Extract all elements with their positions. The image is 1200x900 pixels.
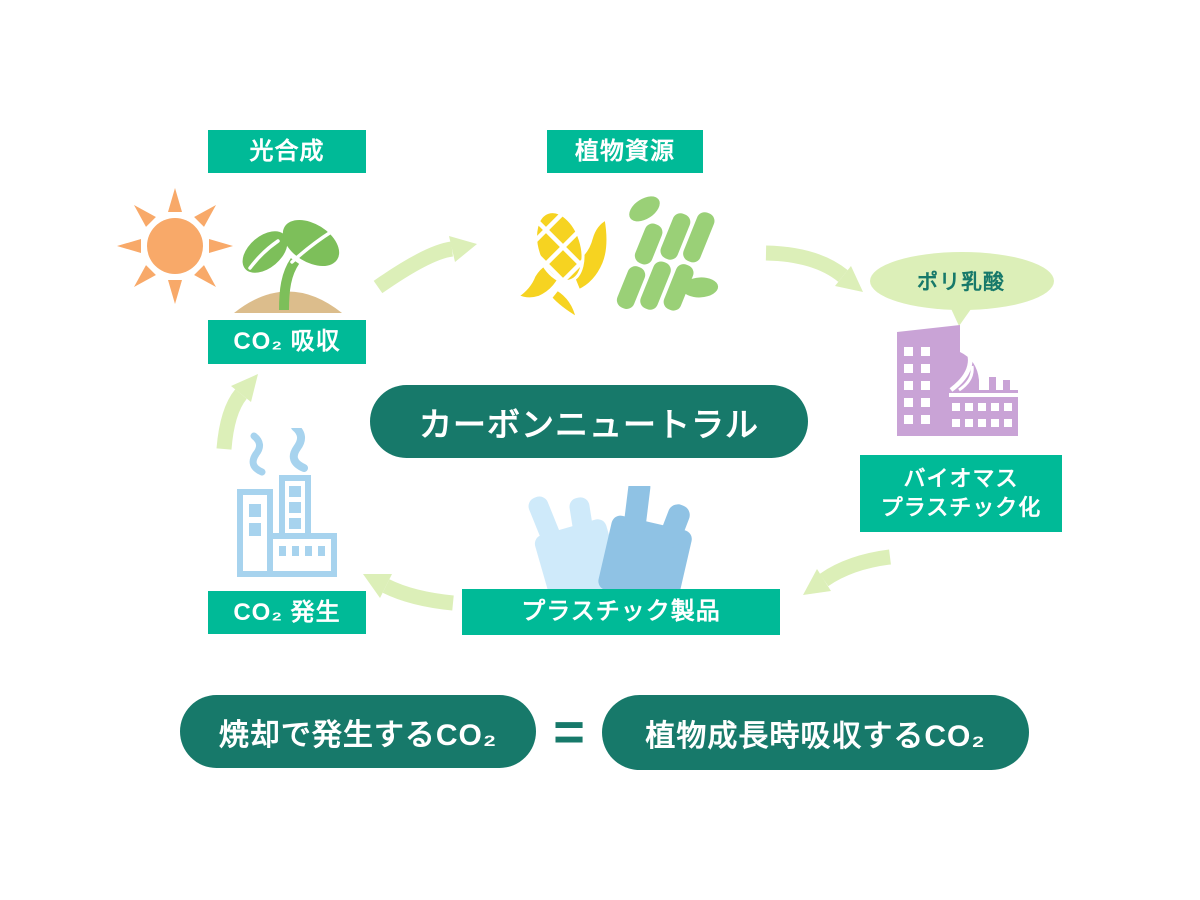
equation-right-pill: 植物成長時吸収するCO₂ bbox=[602, 695, 1029, 770]
photosynthesis-label: 光合成 bbox=[208, 130, 366, 173]
sprout-icon bbox=[234, 219, 342, 313]
incineration-factory-icon bbox=[237, 428, 337, 577]
chemical-plant-icon bbox=[897, 325, 1018, 436]
biomass-plastic-label: バイオマス プラスチック化 bbox=[860, 455, 1062, 532]
equation-left-pill: 焼却で発生するCO₂ bbox=[180, 695, 536, 768]
equals-sign: = bbox=[553, 701, 585, 762]
speech-bubble bbox=[870, 252, 1054, 326]
smoke-icon bbox=[249, 428, 308, 476]
biomass-line2: プラスチック化 bbox=[880, 494, 1042, 520]
plastic-bag-icon bbox=[528, 486, 692, 604]
sun-icon bbox=[117, 188, 233, 304]
biomass-line1: バイオマス bbox=[903, 465, 1019, 491]
plastic-products-label: プラスチック製品 bbox=[462, 589, 780, 635]
arrow-plants-to-pla-icon bbox=[765, 245, 863, 292]
arrow-products-to-co2-icon bbox=[363, 574, 454, 611]
co2-generation-label: CO₂ 発生 bbox=[208, 591, 366, 634]
arrow-biomass-to-products-icon bbox=[803, 549, 892, 595]
arrow-co2-to-absorption-icon bbox=[216, 374, 258, 450]
corn-icon bbox=[514, 205, 610, 322]
polylactic-acid-label: ポリ乳酸 bbox=[917, 271, 1005, 294]
arrow-sprout-to-plants-icon bbox=[373, 236, 477, 294]
co2-absorption-label: CO₂ 吸収 bbox=[208, 320, 366, 364]
plant-resources-label: 植物資源 bbox=[547, 130, 703, 173]
sugarcane-icon bbox=[616, 196, 719, 311]
carbon-neutral-title: カーボンニュートラル bbox=[370, 385, 808, 458]
